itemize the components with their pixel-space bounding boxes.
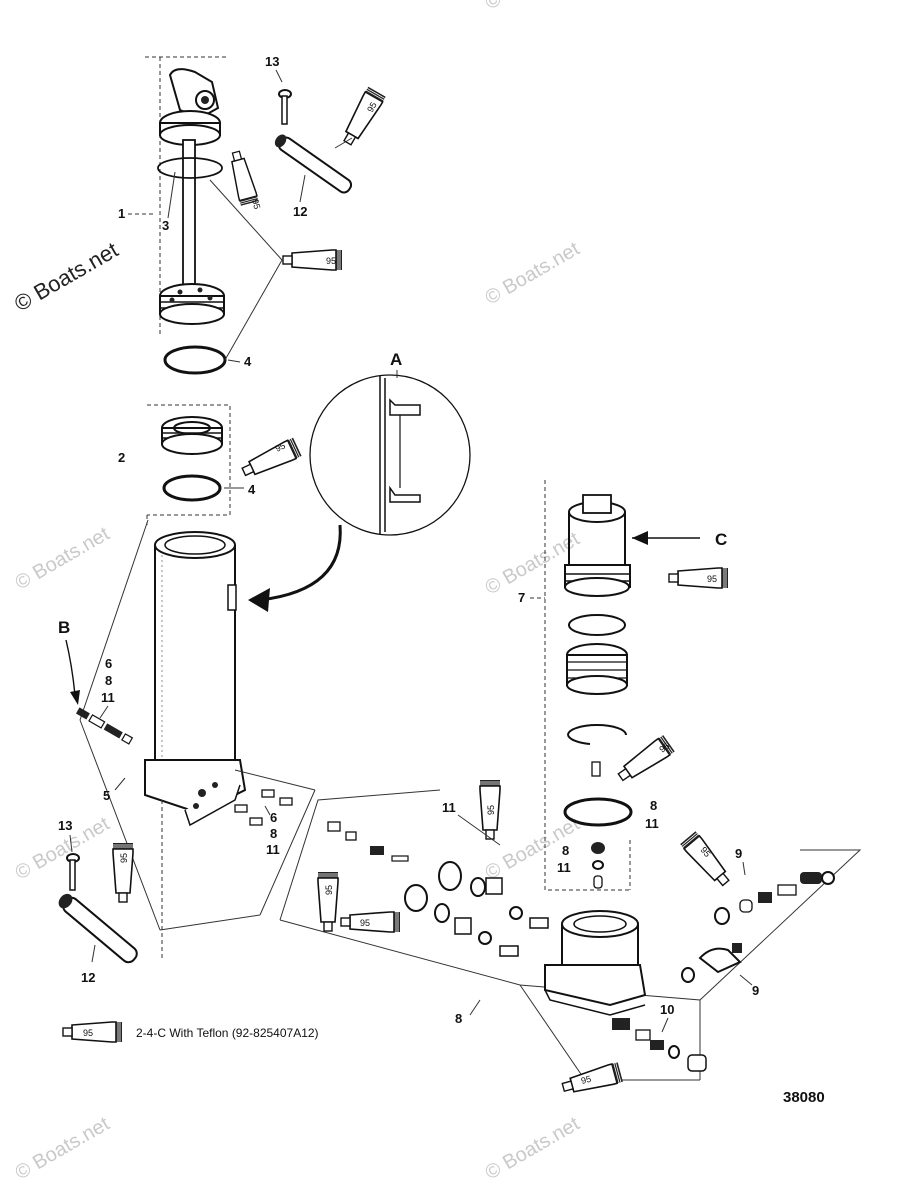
figure-number: 38080 xyxy=(783,1089,825,1106)
lubricant-tube-icon xyxy=(338,85,387,149)
callout-11: 11 xyxy=(442,800,456,815)
callout-9: 9 xyxy=(752,983,759,998)
pin-part xyxy=(58,893,138,964)
small-fittings xyxy=(234,789,293,826)
watermark-1: © Boats.net xyxy=(10,237,122,316)
valve-parts-left xyxy=(327,821,549,957)
callout-4: 4 xyxy=(248,482,256,497)
detail-view-a xyxy=(309,374,471,536)
view-label-a: A xyxy=(390,350,402,369)
callout-6: 6 xyxy=(105,656,112,671)
watermark-8: © Boats.net xyxy=(482,1113,584,1185)
callout-13: 13 xyxy=(265,54,279,69)
tube-label: 95 xyxy=(486,805,496,815)
callout-12: 12 xyxy=(81,970,95,985)
tube-label: 95 xyxy=(360,918,370,928)
lower-valve-parts xyxy=(612,1018,707,1072)
legend: 95 2-4-C With Teflon (92-825407A12) xyxy=(62,1021,319,1043)
tube-label: 95 xyxy=(326,256,336,266)
tube-label: 95 xyxy=(119,853,129,863)
callout-5: 5 xyxy=(103,788,110,803)
callout-11: 11 xyxy=(266,842,280,857)
callout-7: 7 xyxy=(518,590,525,605)
callout-8: 8 xyxy=(650,798,657,813)
tube-label: 95 xyxy=(324,885,334,895)
tube-label: 95 xyxy=(365,100,379,114)
watermark-2: © Boats.net xyxy=(482,238,584,310)
callout-13: 13 xyxy=(58,818,72,833)
lubricant-tube-icon xyxy=(559,1061,624,1098)
lubricant-tube-icon xyxy=(226,149,260,207)
watermark-9: © Boats.net xyxy=(482,0,584,14)
lubricant-tube-icon xyxy=(112,842,134,903)
right-valve-parts xyxy=(681,871,835,983)
callout-11: 11 xyxy=(557,860,571,875)
callout-8: 8 xyxy=(562,843,569,858)
callout-8: 8 xyxy=(270,826,277,841)
seal-kit-group xyxy=(147,404,231,516)
callout-4: 4 xyxy=(244,354,252,369)
lubricant-tube-icon xyxy=(317,871,339,932)
lubricant-tube-icon xyxy=(679,830,735,891)
piston-rod-assembly xyxy=(145,56,228,375)
lubricant-tube-icon xyxy=(238,437,303,482)
callout-11: 11 xyxy=(101,690,115,705)
pin-part xyxy=(274,134,353,194)
callout-6: 6 xyxy=(270,810,277,825)
callout-12: 12 xyxy=(293,204,307,219)
cylinder-body xyxy=(144,515,247,827)
tube-label: 95 xyxy=(657,741,671,755)
tube-label: 95 xyxy=(580,1074,592,1086)
lubricant-tube-icon xyxy=(340,911,401,933)
tube-label: 95 xyxy=(250,198,262,210)
callout-2: 2 xyxy=(118,450,125,465)
pump-housing xyxy=(544,910,647,1016)
callout-3: 3 xyxy=(162,218,169,233)
watermark-3: © Boats.net xyxy=(12,523,114,595)
watermark-7: © Boats.net xyxy=(12,1113,114,1185)
view-label-c: C xyxy=(715,530,727,549)
callout-9: 9 xyxy=(735,846,742,861)
legend-text: 2-4-C With Teflon (92-825407A12) xyxy=(136,1026,319,1040)
screw-part xyxy=(66,853,80,891)
callout-1: 1 xyxy=(118,206,125,221)
screw-part xyxy=(278,89,292,125)
callout-10: 10 xyxy=(660,1002,674,1017)
legend-code: 95 xyxy=(83,1028,93,1038)
callout-8: 8 xyxy=(105,673,112,688)
view-label-b: B xyxy=(58,618,70,637)
callout-8: 8 xyxy=(455,1011,462,1026)
tube-label: 95 xyxy=(707,574,717,584)
tube-label: 95 xyxy=(698,845,712,859)
b-valve-parts xyxy=(76,707,134,745)
tube-label: 95 xyxy=(274,441,287,454)
valve-assembly xyxy=(563,494,633,889)
lubricant-tube-icon xyxy=(668,567,729,589)
callout-11: 11 xyxy=(645,816,659,831)
